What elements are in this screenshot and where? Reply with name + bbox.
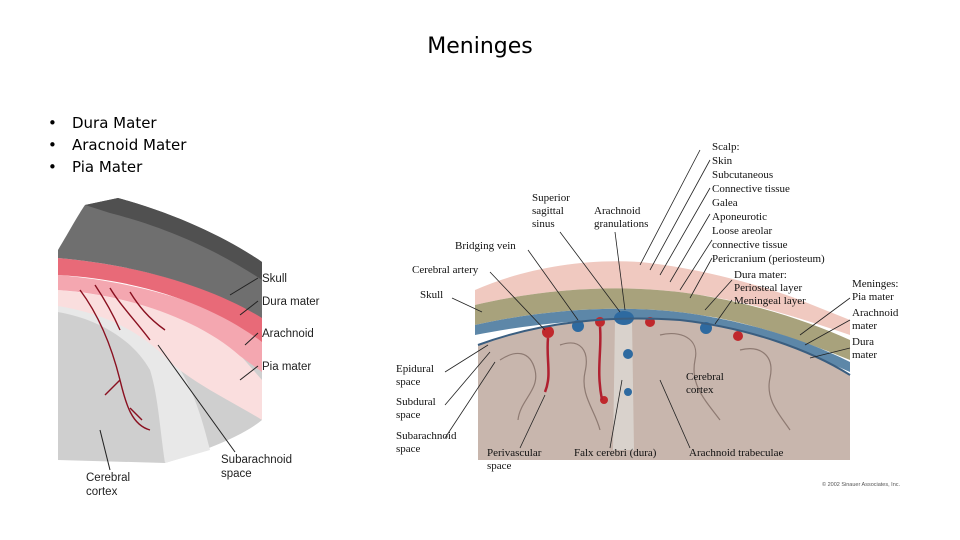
label-subarachnoid: Subarachnoid bbox=[221, 454, 292, 466]
penetrating-vessels bbox=[543, 326, 604, 401]
label-pia-mater: Pia mater bbox=[262, 361, 311, 373]
bullet-item: Aracnoid Mater bbox=[48, 134, 186, 156]
label-granulations-2: granulations bbox=[594, 218, 648, 230]
label-granulations-1: Arachnoid bbox=[594, 205, 641, 217]
label-cerebral-cortex-right: Cerebral bbox=[686, 371, 724, 383]
falx-cerebri bbox=[613, 320, 634, 450]
label-skin: Skin bbox=[712, 155, 733, 167]
label-meninges-arachnoid: Arachnoid bbox=[852, 307, 899, 319]
label-dura-mater: Dura mater bbox=[262, 296, 320, 308]
label-meninges-dura-mater: mater bbox=[852, 349, 877, 361]
copyright-notice: © 2002 Sinauer Associates, Inc. bbox=[822, 481, 901, 488]
scalp-band bbox=[475, 261, 850, 335]
right-leader-lines bbox=[444, 149, 851, 449]
label-cortex-right: cortex bbox=[686, 384, 714, 396]
label-meninges-dura: Dura bbox=[852, 336, 874, 348]
cortex-sulcus bbox=[58, 300, 210, 463]
bullet-list: Dura Mater Aracnoid Mater Pia Mater bbox=[48, 112, 186, 178]
label-pericranium: Pericranium (periosteum) bbox=[712, 253, 825, 265]
label-arachnoid: Arachnoid bbox=[262, 328, 314, 340]
skull-diploe bbox=[475, 288, 850, 360]
label-subdural: Subdural bbox=[396, 396, 436, 408]
skull-layer bbox=[58, 198, 262, 318]
label-cortex: cortex bbox=[86, 486, 118, 498]
label-periosteal: Periosteal layer bbox=[734, 282, 802, 294]
label-bridging-vein: Bridging vein bbox=[455, 240, 516, 252]
label-meningeal: Meningeal layer bbox=[734, 295, 806, 307]
label-perivascular-space: space bbox=[487, 460, 512, 472]
label-galea: Galea bbox=[712, 197, 738, 209]
vessel-network bbox=[79, 284, 166, 431]
arachnoid-layer bbox=[58, 275, 262, 372]
subarachnoid-layer bbox=[58, 290, 262, 420]
label-cerebral: Cerebral bbox=[86, 472, 130, 484]
label-cerebral-artery: Cerebral artery bbox=[412, 264, 479, 276]
label-dura-header: Dura mater: bbox=[734, 269, 787, 281]
label-subarachnoid-space: space bbox=[221, 468, 252, 480]
label-epidural-space: space bbox=[396, 376, 421, 388]
label-trabeculae: Arachnoid trabeculae bbox=[689, 447, 783, 459]
skull-outer-table bbox=[85, 198, 262, 280]
label-meninges-pia: Pia mater bbox=[852, 291, 894, 303]
dura-layer bbox=[58, 258, 262, 342]
label-subarachnoid-right: Subarachnoid bbox=[396, 430, 457, 442]
label-superior: Superior bbox=[532, 192, 570, 204]
label-sagittal: sagittal bbox=[532, 205, 564, 217]
label-subarachnoid-right-space: space bbox=[396, 443, 421, 455]
label-falx: Falx cerebri (dura) bbox=[574, 447, 657, 459]
label-perivascular: Perivascular bbox=[487, 447, 542, 459]
left-leader-lines bbox=[99, 277, 259, 471]
label-sinus: sinus bbox=[532, 218, 555, 230]
label-aponeurotic: Aponeurotic bbox=[712, 211, 767, 223]
label-loose-areolar: Loose areolar bbox=[712, 225, 772, 237]
label-subdural-space: space bbox=[396, 409, 421, 421]
label-skull: Skull bbox=[262, 273, 287, 285]
label-scalp: Scalp: bbox=[712, 141, 740, 153]
label-loose-connective: connective tissue bbox=[712, 239, 788, 251]
label-skull-right: Skull bbox=[420, 289, 443, 301]
slide-title: Meninges bbox=[427, 34, 533, 59]
label-subcutaneous: Subcutaneous bbox=[712, 169, 773, 181]
label-epidural: Epidural bbox=[396, 363, 434, 375]
bullet-item: Dura Mater bbox=[48, 112, 186, 134]
label-connective-tissue: Connective tissue bbox=[712, 183, 790, 195]
bullet-item: Pia Mater bbox=[48, 156, 186, 178]
label-meninges-arachnoid-mater: mater bbox=[852, 320, 877, 332]
label-meninges-header: Meninges: bbox=[852, 278, 898, 290]
gyri-outline bbox=[499, 333, 791, 431]
